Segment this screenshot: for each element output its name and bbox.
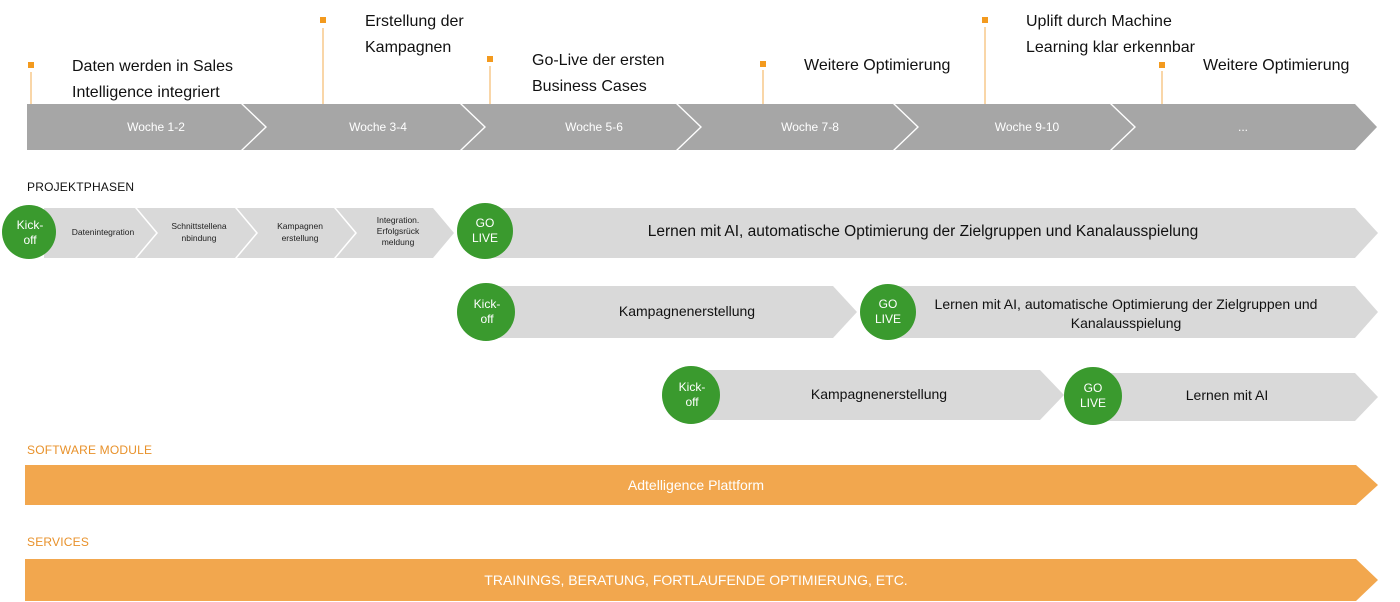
row2-campaign-bar <box>486 286 857 338</box>
milestone-marker-3 <box>487 56 493 62</box>
services-bar: TRAININGS, BERATUNG, FORTLAUFENDE OPTIMI… <box>25 559 1378 601</box>
milestone-6-line1: Weitere Optimierung <box>1203 57 1350 74</box>
row1-step-2-label-1: Schnittstellena <box>171 221 227 231</box>
section-label-phases: PROJEKTPHASEN <box>27 180 135 194</box>
row2-kickoff-circle <box>457 283 515 341</box>
software-bar-label: Adtelligence Plattform <box>628 477 764 493</box>
row2-golive-line1: GO <box>879 297 898 311</box>
timeline-label-6: ... <box>1238 120 1248 134</box>
row1-golive-line1: GO <box>476 216 495 230</box>
timeline-segment-5 <box>895 104 1134 150</box>
timeline-segment-3 <box>462 104 700 150</box>
row3-learning-label: Lernen mit AI <box>1186 387 1269 403</box>
timeline-segment-2 <box>243 104 484 150</box>
services-bar-shape <box>25 559 1378 601</box>
section-label-software: SOFTWARE MODULE <box>27 443 153 457</box>
phase-row-2: Kick- off Kampagnenerstellung GO LIVE Le… <box>457 283 1378 341</box>
milestone-2-line2: Kampagnen <box>365 39 452 56</box>
milestone-3: Go-Live der ersten Business Cases <box>532 48 665 100</box>
row2-golive-line2: LIVE <box>875 312 901 326</box>
milestone-2-line1: Erstellung der <box>365 13 464 30</box>
software-module-bar: Adtelligence Plattform <box>25 465 1378 505</box>
milestone-markers <box>28 17 1165 104</box>
row2-learning-bar <box>888 286 1378 338</box>
row1-learning-bar <box>486 208 1378 258</box>
row1-golive-circle <box>457 203 513 259</box>
row1-kickoff-line1: Kick- <box>17 218 44 232</box>
milestone-marker-4 <box>760 61 766 67</box>
milestone-marker-5 <box>982 17 988 23</box>
services-bar-label: TRAININGS, BERATUNG, FORTLAUFENDE OPTIMI… <box>484 572 907 588</box>
row1-step-1 <box>44 208 156 258</box>
row1-step-4-label-3: meldung <box>382 237 415 247</box>
milestone-6: Weitere Optimierung <box>1203 53 1349 79</box>
timeline: Woche 1-2 Woche 3-4 Woche 5-6 Woche 7-8 … <box>27 104 1377 150</box>
milestone-2: Erstellung der Kampagnen <box>365 9 464 61</box>
row1-kickoff-line2: off <box>23 233 37 247</box>
milestone-5: Uplift durch Machine Learning klar erken… <box>1026 9 1195 61</box>
row2-kickoff-line1: Kick- <box>474 297 501 311</box>
row1-step-3 <box>237 208 355 258</box>
row1-step-2-label-2: nbindung <box>182 233 217 243</box>
row1-step-4-label-1: Integration. <box>377 215 420 225</box>
milestone-3-line1: Go-Live der ersten <box>532 52 665 69</box>
milestone-4: Weitere Optimierung <box>804 53 950 79</box>
timeline-label-3: Woche 5-6 <box>565 120 623 134</box>
timeline-label-1: Woche 1-2 <box>127 120 185 134</box>
phase-row-1: Kick- off Datenintegration Schnittstelle… <box>2 203 1378 259</box>
row2-campaign-label: Kampagnenerstellung <box>619 303 755 319</box>
row3-campaign-bar <box>690 370 1064 420</box>
section-label-services: SERVICES <box>27 535 90 549</box>
timeline-segment-4 <box>678 104 917 150</box>
row3-golive-line2: LIVE <box>1080 396 1106 410</box>
milestone-1-line1: Daten werden in Sales <box>72 58 233 75</box>
timeline-label-5: Woche 9-10 <box>995 120 1060 134</box>
row1-step-1-label: Datenintegration <box>72 227 135 237</box>
row1-step-2 <box>137 208 256 258</box>
milestone-1: Daten werden in Sales Intelligence integ… <box>72 54 233 106</box>
milestone-4-line1: Weitere Optimierung <box>804 57 951 74</box>
row2-kickoff-line2: off <box>480 312 494 326</box>
row1-step-4-label-2: Erfolgsrück <box>377 226 420 236</box>
milestone-marker-1 <box>28 62 34 68</box>
row3-kickoff-line2: off <box>685 395 699 409</box>
row1-step-3-label-1: Kampagnen <box>277 221 323 231</box>
row3-campaign-label: Kampagnenerstellung <box>811 386 947 402</box>
milestone-1-line2: Intelligence integriert <box>72 84 220 101</box>
row2-learning-label-2: Kanalausspielung <box>1071 315 1182 331</box>
row3-golive-line1: GO <box>1084 381 1103 395</box>
row1-golive-line2: LIVE <box>472 231 498 245</box>
row2-golive-circle <box>860 284 916 340</box>
row1-step-3-label-2: erstellung <box>282 233 319 243</box>
timeline-label-2: Woche 3-4 <box>349 120 407 134</box>
milestone-3-line2: Business Cases <box>532 78 647 95</box>
phase-row-3: Kick- off Kampagnenerstellung GO LIVE Le… <box>662 366 1378 425</box>
timeline-label-4: Woche 7-8 <box>781 120 839 134</box>
row3-golive-circle <box>1064 367 1122 425</box>
row1-kickoff-circle <box>2 205 56 259</box>
timeline-segment-1 <box>27 104 265 150</box>
row2-learning-label-1: Lernen mit AI, automatische Optimierung … <box>935 296 1318 312</box>
milestone-5-line1: Uplift durch Machine <box>1026 13 1172 30</box>
timeline-segment-6 <box>1112 104 1377 150</box>
milestone-marker-6 <box>1159 62 1165 68</box>
row3-learning-bar <box>1093 373 1378 421</box>
row1-step-4 <box>336 208 454 258</box>
milestone-marker-2 <box>320 17 326 23</box>
software-bar-shape <box>25 465 1378 505</box>
row3-kickoff-line1: Kick- <box>679 380 706 394</box>
milestone-5-line2: Learning klar erkennbar <box>1026 39 1195 56</box>
row3-kickoff-circle <box>662 366 720 424</box>
row1-learning-label: Lernen mit AI, automatische Optimierung … <box>648 223 1199 240</box>
